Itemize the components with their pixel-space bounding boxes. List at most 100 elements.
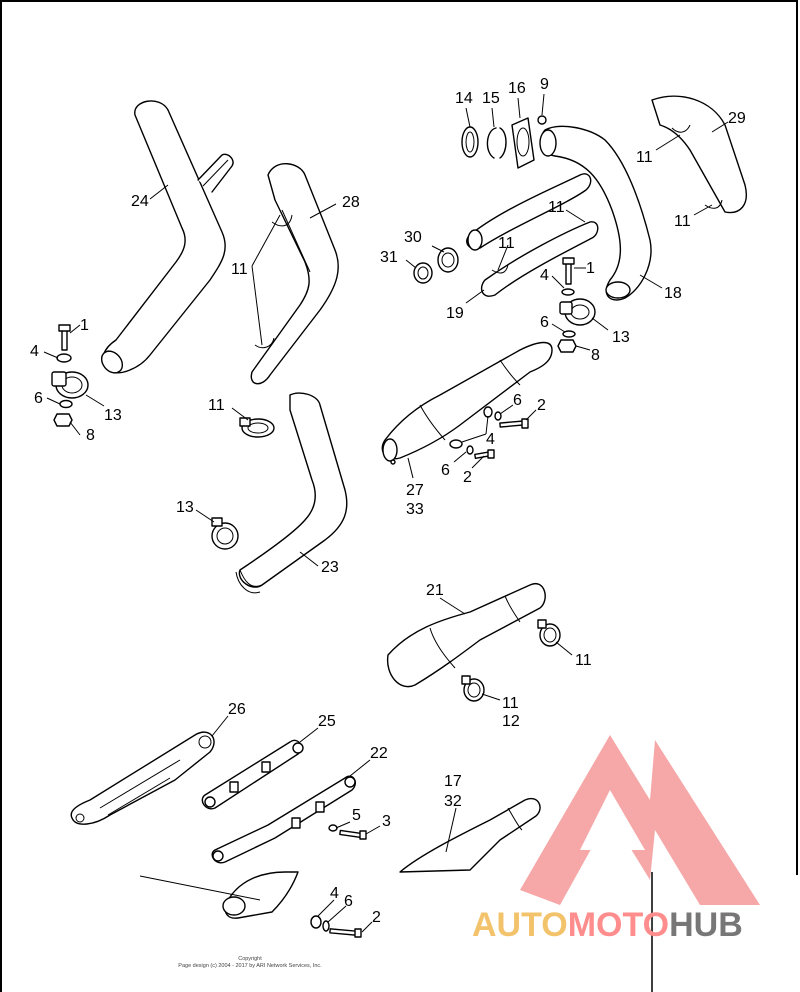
part-9-nut[interactable] bbox=[537, 115, 547, 125]
part-19-crossover-pipe[interactable] bbox=[466, 173, 599, 297]
label-12: 12 bbox=[502, 713, 520, 730]
label-4b: 4 bbox=[540, 267, 549, 284]
watermark-word-hub: HUB bbox=[669, 906, 743, 944]
part-4-washer-left[interactable] bbox=[56, 353, 72, 363]
label-11h: 11 bbox=[502, 695, 519, 712]
copyright-line-2: Page design (c) 2004 - 2017 by ARI Netwo… bbox=[178, 963, 322, 969]
label-14: 14 bbox=[455, 90, 473, 107]
label-3: 3 bbox=[382, 813, 391, 830]
label-29: 29 bbox=[728, 110, 746, 127]
label-22: 22 bbox=[370, 745, 388, 762]
label-2b: 2 bbox=[463, 469, 472, 486]
label-9: 9 bbox=[540, 76, 549, 93]
label-24: 24 bbox=[131, 193, 149, 210]
label-21: 21 bbox=[426, 582, 444, 599]
part-11-clamp-21-lower[interactable] bbox=[461, 675, 485, 702]
watermark-word-moto: MOTO bbox=[567, 906, 670, 944]
part-16-flange[interactable] bbox=[511, 117, 535, 169]
label-17: 17 bbox=[444, 773, 462, 790]
label-33: 33 bbox=[406, 501, 424, 518]
part-4-washer-right[interactable] bbox=[561, 288, 575, 296]
label-8a: 8 bbox=[86, 427, 95, 444]
part-30-seal[interactable] bbox=[437, 247, 459, 273]
part-23-pipe[interactable] bbox=[235, 392, 348, 594]
label-6b: 6 bbox=[540, 314, 549, 331]
part-2-bolt-upper[interactable] bbox=[499, 418, 529, 429]
part-24-header-pipe[interactable] bbox=[97, 100, 234, 377]
part-4-washer-muffler[interactable] bbox=[449, 439, 463, 449]
label-11a: 11 bbox=[231, 261, 248, 278]
part-6-lockwasher-left[interactable] bbox=[59, 399, 73, 409]
label-11f: 11 bbox=[498, 235, 515, 252]
label-6d: 6 bbox=[441, 462, 450, 479]
part-13-clamp-right[interactable] bbox=[559, 298, 596, 326]
part-22-bracket[interactable] bbox=[211, 775, 356, 864]
label-11c: 11 bbox=[636, 149, 653, 166]
part-6-lockwasher-lower[interactable] bbox=[466, 445, 474, 455]
part-1-bolt-right[interactable] bbox=[562, 257, 575, 285]
part-5-washer[interactable] bbox=[328, 824, 338, 832]
part-6-lockwasher-bottom[interactable] bbox=[322, 920, 330, 932]
copyright-notice: Copyright Page design (c) 2004 - 2017 by… bbox=[150, 956, 350, 970]
part-11-clamp-21-right[interactable] bbox=[537, 619, 561, 647]
label-15: 15 bbox=[482, 90, 500, 107]
part-25-bracket[interactable] bbox=[201, 739, 304, 810]
label-28: 28 bbox=[342, 194, 360, 211]
label-13a: 13 bbox=[104, 407, 122, 424]
label-16: 16 bbox=[508, 80, 526, 97]
label-11d: 11 bbox=[674, 213, 691, 230]
label-2c: 2 bbox=[372, 909, 381, 926]
left-border-line bbox=[0, 875, 2, 992]
part-31-seal[interactable] bbox=[413, 262, 433, 284]
label-1b: 1 bbox=[586, 260, 595, 277]
part-pipe-lower-end[interactable] bbox=[139, 871, 299, 919]
label-11b: 11 bbox=[208, 397, 225, 414]
part-4-washer-bottom[interactable] bbox=[310, 915, 322, 929]
automotohub-logo-mark bbox=[520, 735, 760, 992]
label-13b: 13 bbox=[176, 499, 194, 516]
label-23: 23 bbox=[321, 559, 339, 576]
label-25: 25 bbox=[318, 713, 336, 730]
part-14-gasket[interactable] bbox=[461, 126, 479, 158]
part-27-muffler[interactable] bbox=[381, 341, 553, 465]
part-2-bolt-lower[interactable] bbox=[474, 449, 495, 460]
label-1a: 1 bbox=[80, 317, 89, 334]
callout-labels: 24 28 11 1 4 6 13 8 11 13 23 14 15 16 9 … bbox=[30, 76, 746, 926]
label-4d: 4 bbox=[330, 885, 339, 902]
part-13-clamp-left[interactable] bbox=[51, 371, 89, 399]
label-19: 19 bbox=[446, 305, 464, 322]
label-8b: 8 bbox=[591, 347, 600, 364]
label-27: 27 bbox=[406, 482, 424, 499]
label-32: 32 bbox=[444, 793, 462, 810]
label-4a: 4 bbox=[30, 343, 39, 360]
label-13c: 13 bbox=[612, 329, 630, 346]
part-1-bolt-left[interactable] bbox=[58, 324, 71, 351]
label-2a: 2 bbox=[537, 397, 546, 414]
part-11-clamp-mid-left[interactable] bbox=[239, 417, 275, 438]
label-30: 30 bbox=[404, 229, 422, 246]
part-6-lockwasher-right[interactable] bbox=[562, 330, 576, 338]
part-2-bolt-bottom[interactable] bbox=[329, 928, 362, 938]
part-8-nut-right[interactable] bbox=[557, 339, 577, 353]
part-6-lockwasher-upper[interactable] bbox=[494, 411, 502, 421]
label-11g: 11 bbox=[575, 652, 592, 669]
label-6a: 6 bbox=[34, 390, 43, 407]
label-6e: 6 bbox=[344, 893, 353, 910]
part-17-muffler[interactable] bbox=[399, 797, 541, 873]
part-13-clamp-lower-left[interactable] bbox=[211, 517, 239, 550]
copyright-line-1: Copyright bbox=[238, 956, 262, 962]
part-21-heat-shield[interactable] bbox=[386, 582, 546, 688]
part-26-bracket[interactable] bbox=[70, 731, 215, 825]
diagram-frame bbox=[0, 0, 798, 875]
label-5: 5 bbox=[352, 807, 361, 824]
part-15-retaining-ring[interactable] bbox=[486, 127, 507, 159]
label-6c: 6 bbox=[513, 392, 522, 409]
part-18-front-header[interactable] bbox=[539, 125, 652, 301]
part-8-nut-left[interactable] bbox=[53, 413, 73, 427]
part-28-pipe[interactable] bbox=[250, 163, 339, 385]
part-3-bolt[interactable] bbox=[339, 829, 367, 840]
label-4c: 4 bbox=[486, 431, 495, 448]
leader-lines bbox=[43, 93, 729, 933]
label-18: 18 bbox=[664, 285, 682, 302]
